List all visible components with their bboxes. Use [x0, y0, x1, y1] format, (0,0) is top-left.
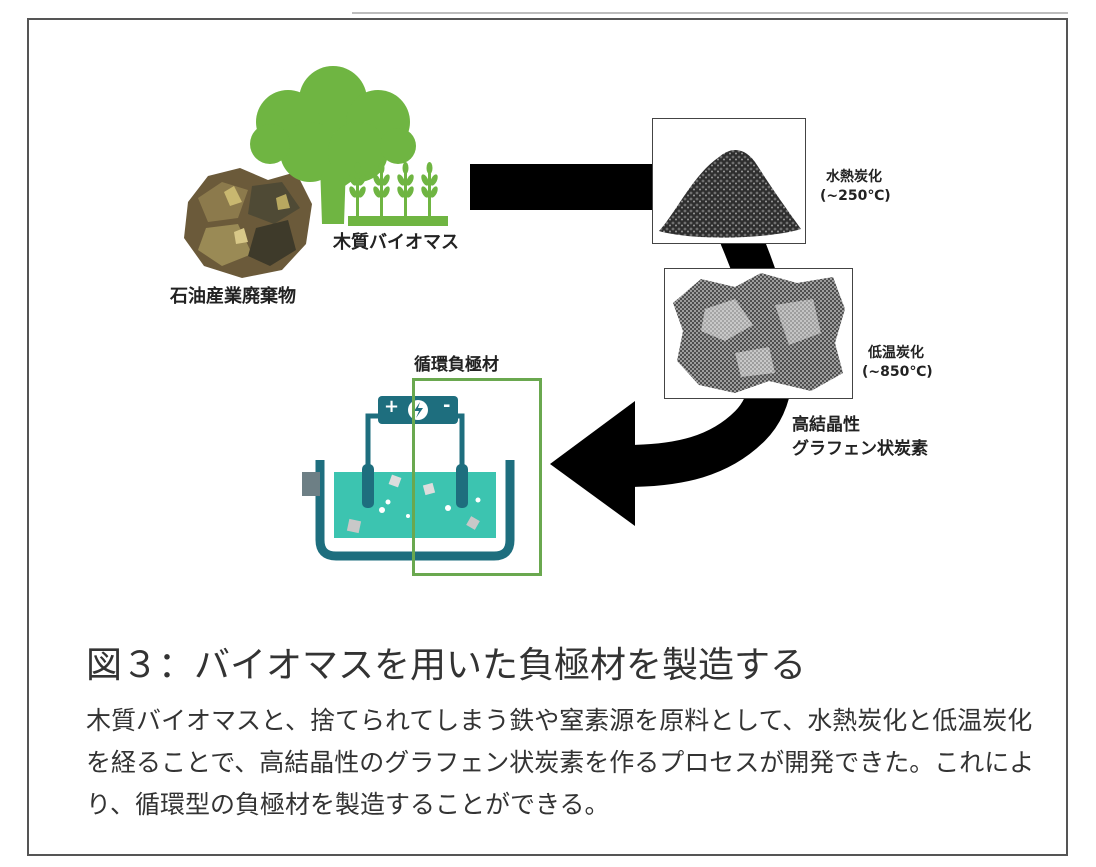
- tree-icon: [250, 66, 416, 224]
- hydrothermal-temp-label: (~250℃): [820, 188, 891, 204]
- wheat-icon: [348, 162, 448, 226]
- graphene-label-line1: 高結晶性: [792, 415, 860, 435]
- low-temp-carbon-image: [664, 268, 853, 399]
- anode-highlight-box: [412, 378, 542, 576]
- hydrothermal-char-image: [652, 118, 806, 244]
- figure-frame: [27, 18, 1068, 856]
- figure-caption: 木質バイオマスと、捨てられてしまう鉄や窒素源を原料として、水熱炭化と低温炭化を経…: [86, 706, 1035, 819]
- petroleum-waste-rock-image: [184, 168, 312, 278]
- petroleum-waste-label: 石油産業廃棄物: [170, 286, 296, 307]
- battery-minus-sign: -: [443, 395, 451, 416]
- top-divider: [352, 12, 1068, 14]
- low-temp-label: 低温炭化: [868, 345, 924, 361]
- battery-plus-sign: +: [384, 396, 400, 417]
- anode-label: 循環負極材: [414, 355, 499, 375]
- process-bar-arrow: [470, 164, 660, 210]
- electrolysis-cell-icon: [302, 396, 515, 561]
- figure-title: 図３：バイオマスを用いた負極材を製造する: [86, 645, 807, 686]
- low-temp-temp-label: (~850℃): [862, 364, 933, 380]
- graphene-label-line2: グラフェン状炭素: [792, 439, 928, 459]
- woody-biomass-label: 木質バイオマス: [333, 232, 459, 253]
- hydrothermal-label: 水熱炭化: [826, 169, 882, 185]
